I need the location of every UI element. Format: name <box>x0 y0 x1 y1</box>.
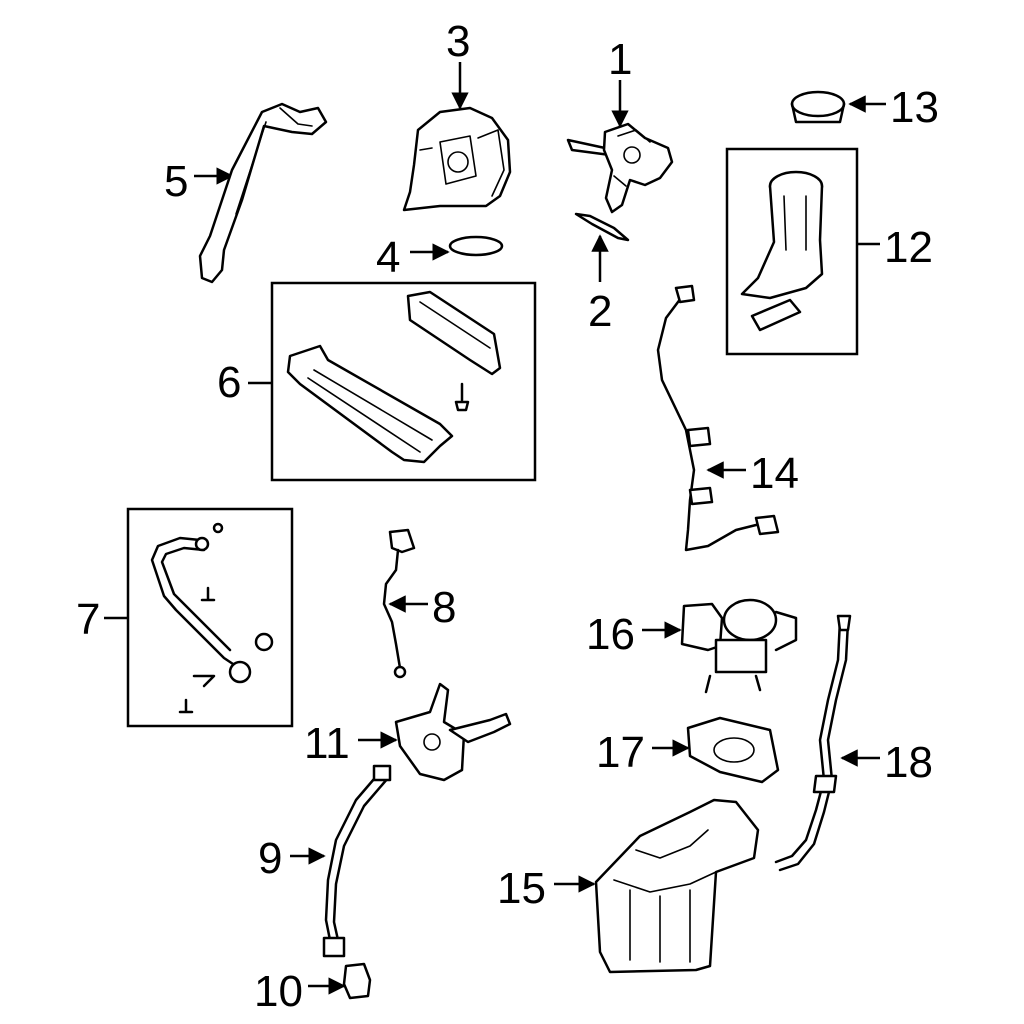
part-1-egr-valve <box>566 122 674 214</box>
callout-7: 7 <box>76 595 100 644</box>
callout-17: 17 <box>596 728 645 777</box>
part-16-pump <box>680 598 798 694</box>
part-8-sensor-wire <box>382 528 416 679</box>
callout-12: 12 <box>884 223 933 272</box>
callout-11: 11 <box>304 719 350 768</box>
callout-4: 4 <box>376 233 400 282</box>
callout-16: 16 <box>586 610 635 659</box>
part-10-fitting <box>342 962 372 1000</box>
part-2-gasket <box>574 212 630 242</box>
callout-15: 15 <box>497 864 546 913</box>
group-box-7 <box>126 507 294 728</box>
callout-6: 6 <box>217 358 241 407</box>
callout-5: 5 <box>164 157 188 206</box>
part-7-tube-kit <box>150 522 274 714</box>
group-box-12 <box>725 147 859 356</box>
part-6-egr-cooler <box>286 290 502 464</box>
callout-9: 9 <box>258 834 282 883</box>
part-17-gasket <box>686 716 780 784</box>
callout-13: 13 <box>890 83 939 132</box>
callout-1: 1 <box>608 35 632 84</box>
part-18-dipstick-tube <box>774 614 852 872</box>
part-4-o-ring <box>448 235 504 257</box>
part-11-bracket-valve <box>394 682 512 782</box>
part-14-harness <box>656 284 780 552</box>
callout-3: 3 <box>446 17 470 66</box>
part-15-oil-pan <box>594 798 760 974</box>
part-9-tube <box>322 764 392 958</box>
leader-arrows <box>104 62 886 995</box>
callout-18: 18 <box>884 738 933 787</box>
part-3-cover <box>402 106 512 212</box>
part-5-egr-tube <box>198 102 328 284</box>
group-box-6 <box>270 281 537 482</box>
part-13-cap <box>790 90 846 124</box>
callout-8: 8 <box>432 583 456 632</box>
callout-2: 2 <box>588 287 612 336</box>
callout-10: 10 <box>254 967 303 1016</box>
part-12-housing <box>740 170 824 332</box>
callout-14: 14 <box>750 449 799 498</box>
